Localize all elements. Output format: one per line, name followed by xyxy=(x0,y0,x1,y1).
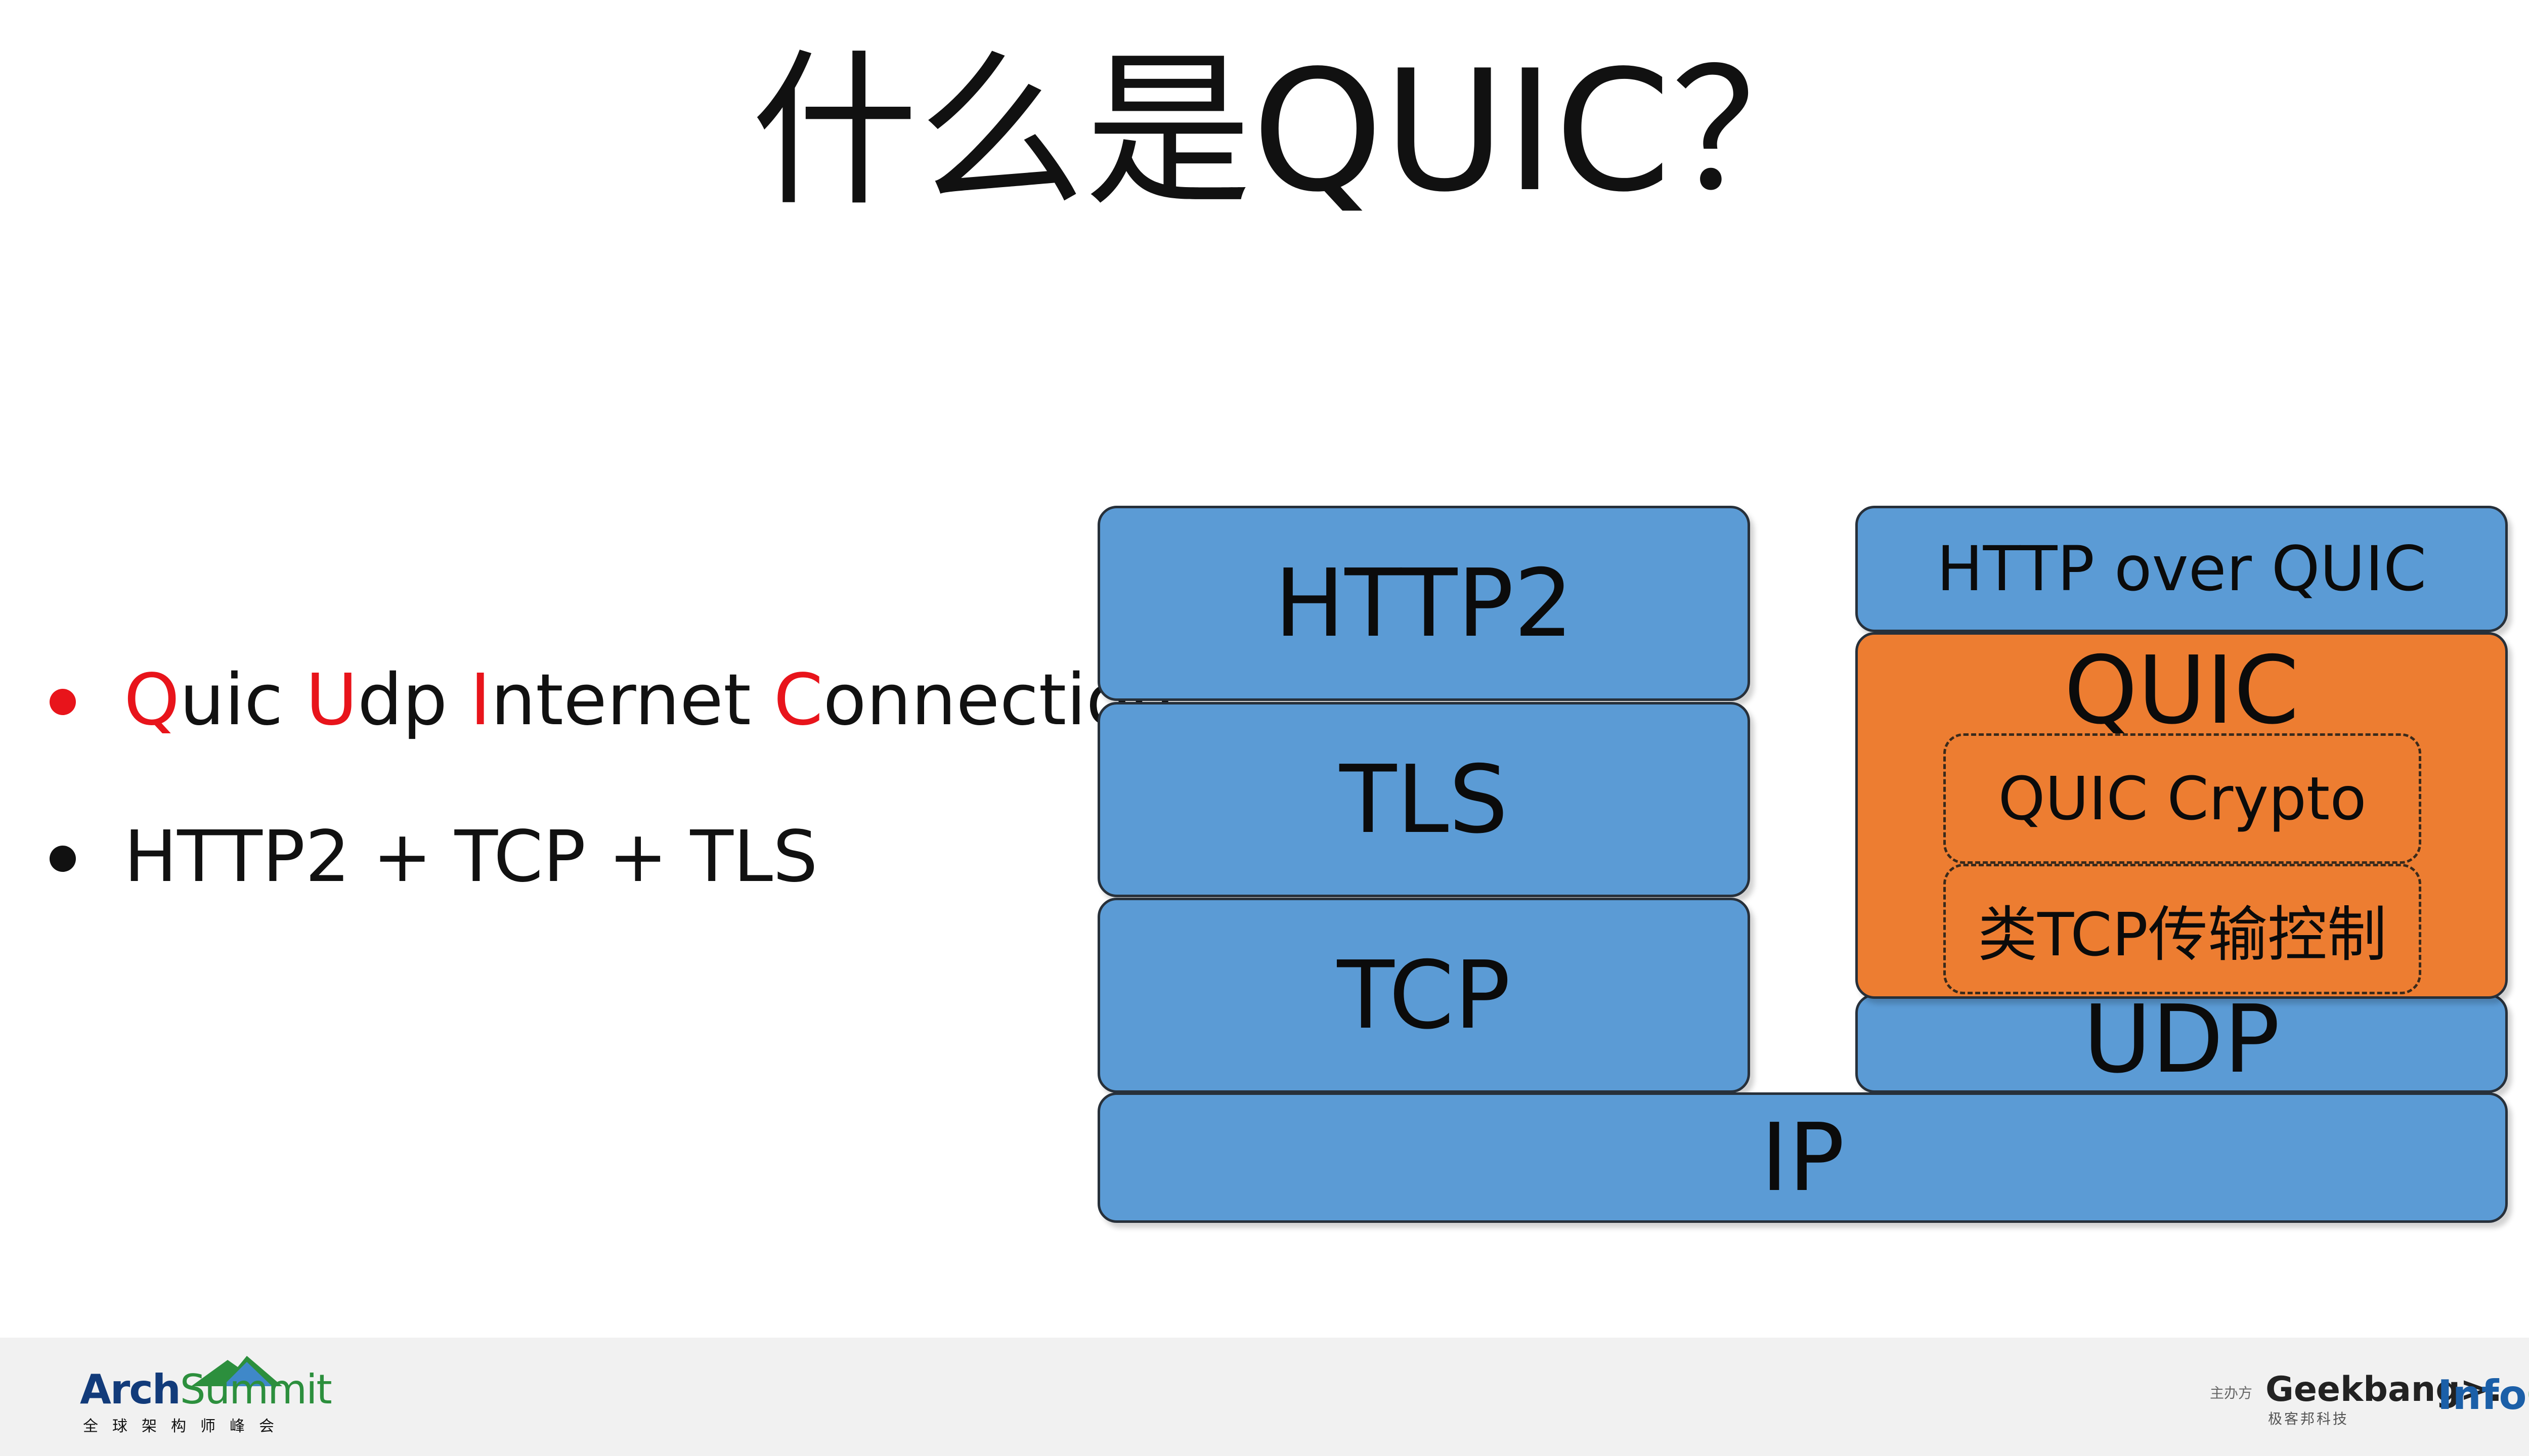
bullet-dot-icon xyxy=(50,689,76,715)
layer-udp: UDP xyxy=(1855,985,2508,1094)
acronym-letter-u: U xyxy=(306,659,358,741)
archsummit-wordmark: ArchSummit xyxy=(80,1366,332,1413)
sublayer-quic-crypto: QUIC Crypto xyxy=(1943,733,2421,864)
sublayer-tcp-like-control-label: 类TCP传输控制 xyxy=(1978,899,2387,969)
layer-http-over-quic: HTTP over QUIC xyxy=(1855,506,2508,632)
bullet-text: HTTP2 + TCP + TLS xyxy=(124,816,818,898)
infoq-text: Info xyxy=(2437,1372,2527,1419)
bullet-quic-acronym: Quic Udp Internet Connection xyxy=(46,663,1174,738)
bullet-list: Quic Udp Internet Connection HTTP2 + TCP… xyxy=(46,663,1174,976)
layer-tls-label: TLS xyxy=(1339,745,1508,854)
layer-http-over-quic-label: HTTP over QUIC xyxy=(1936,533,2427,605)
sublayer-tcp-like-control: 类TCP传输控制 xyxy=(1943,864,2421,994)
summit-text: Summit xyxy=(180,1366,332,1413)
geekbang-subtitle: 极客邦科技 xyxy=(2268,1410,2349,1427)
arch-text: Arch xyxy=(80,1366,181,1413)
page-title: 什么是QUIC？ xyxy=(751,34,1839,229)
infoq-logo: InfoQ xyxy=(2437,1372,2529,1419)
sponsor-logos: 主办方 Geekbang>. 极客邦科技 InfoQ xyxy=(2210,1365,2529,1431)
acronym-word-uic: uic xyxy=(180,659,306,741)
mountain-icon xyxy=(191,1356,282,1386)
host-label: 主办方 xyxy=(2210,1385,2253,1401)
bullet-http2-tcp-tls: HTTP2 + TCP + TLS xyxy=(46,819,1108,895)
acronym-word-dp: dp xyxy=(357,659,470,741)
layer-tls: TLS xyxy=(1098,702,1750,897)
geekbang-logo: Geekbang>. xyxy=(2265,1370,2502,1409)
bullet-dot-icon xyxy=(50,846,76,872)
archsummit-subtitle: 全球架构师峰会 xyxy=(83,1418,288,1435)
acronym-letter-i: I xyxy=(470,659,491,741)
layer-ip: IP xyxy=(1098,1092,2508,1223)
layer-tcp-label: TCP xyxy=(1337,941,1511,1050)
layer-ip-label: IP xyxy=(1760,1103,1845,1212)
acronym-word-nternet: nternet xyxy=(491,659,774,741)
layer-quic-label: QUIC xyxy=(2064,636,2299,745)
layer-tcp: TCP xyxy=(1098,898,1750,1093)
archsummit-logo: ArchSummit 全球架构师峰会 xyxy=(80,1356,332,1435)
layer-http2: HTTP2 xyxy=(1098,506,1750,701)
acronym-letter-c: C xyxy=(773,659,823,741)
layer-udp-label: UDP xyxy=(2083,985,2280,1094)
sublayer-quic-crypto-label: QUIC Crypto xyxy=(1998,764,2367,833)
footer-bar: ArchSummit 全球架构师峰会 主办方 Geekbang>. 极客邦科技 … xyxy=(0,1338,2529,1456)
infoq-q-text: Q xyxy=(2526,1372,2529,1419)
acronym-letter-q: Q xyxy=(124,659,180,741)
layer-http2-label: HTTP2 xyxy=(1274,549,1574,658)
